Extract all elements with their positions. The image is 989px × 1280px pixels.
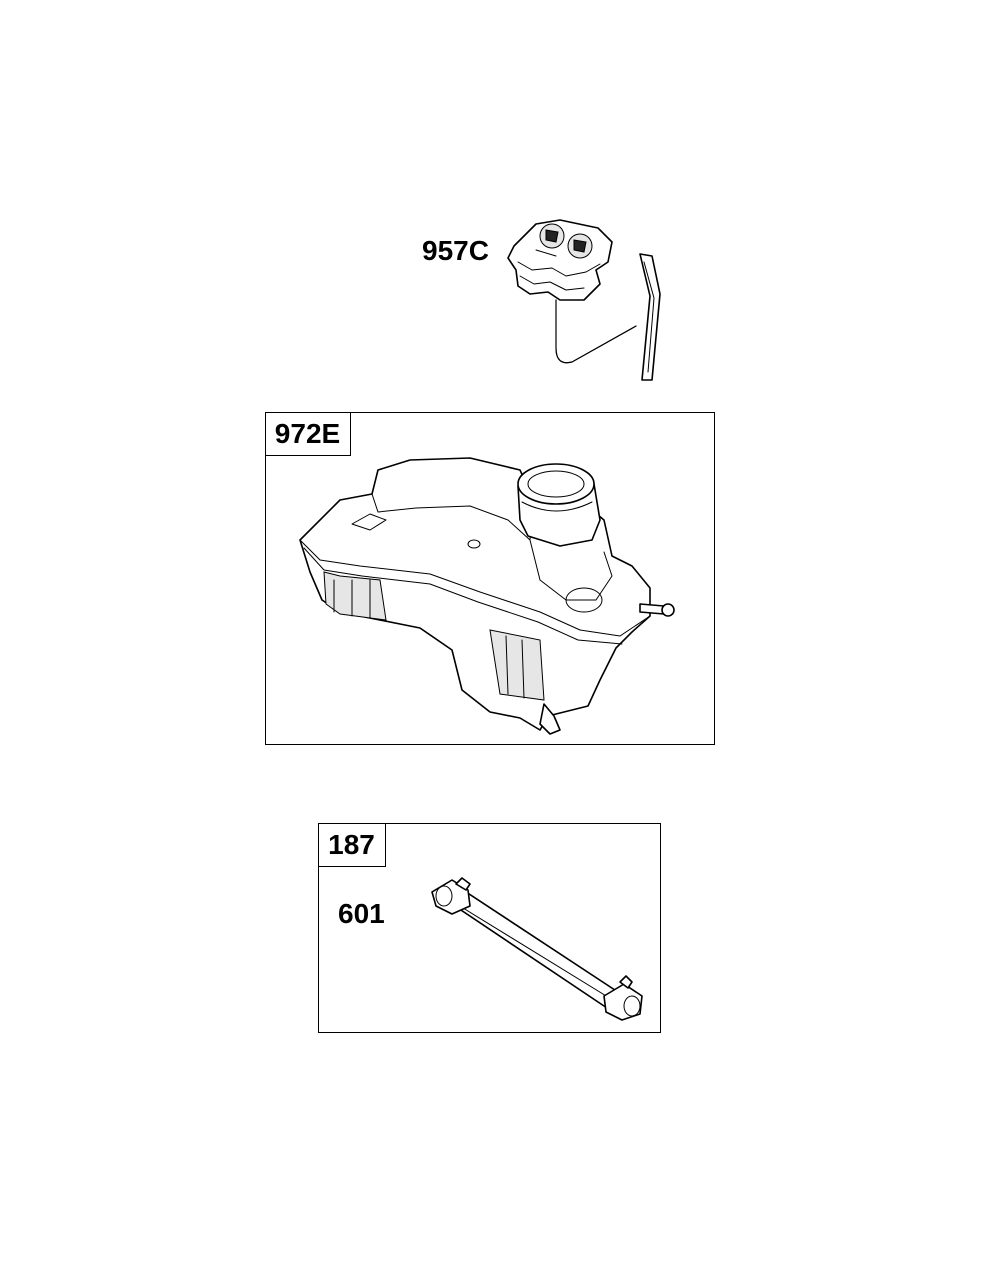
part-label-972e: 972E (264, 411, 351, 456)
part-label-187: 187 (317, 822, 386, 867)
part-label-601: 601 (338, 898, 385, 929)
part-label-957c: 957C (422, 235, 489, 266)
